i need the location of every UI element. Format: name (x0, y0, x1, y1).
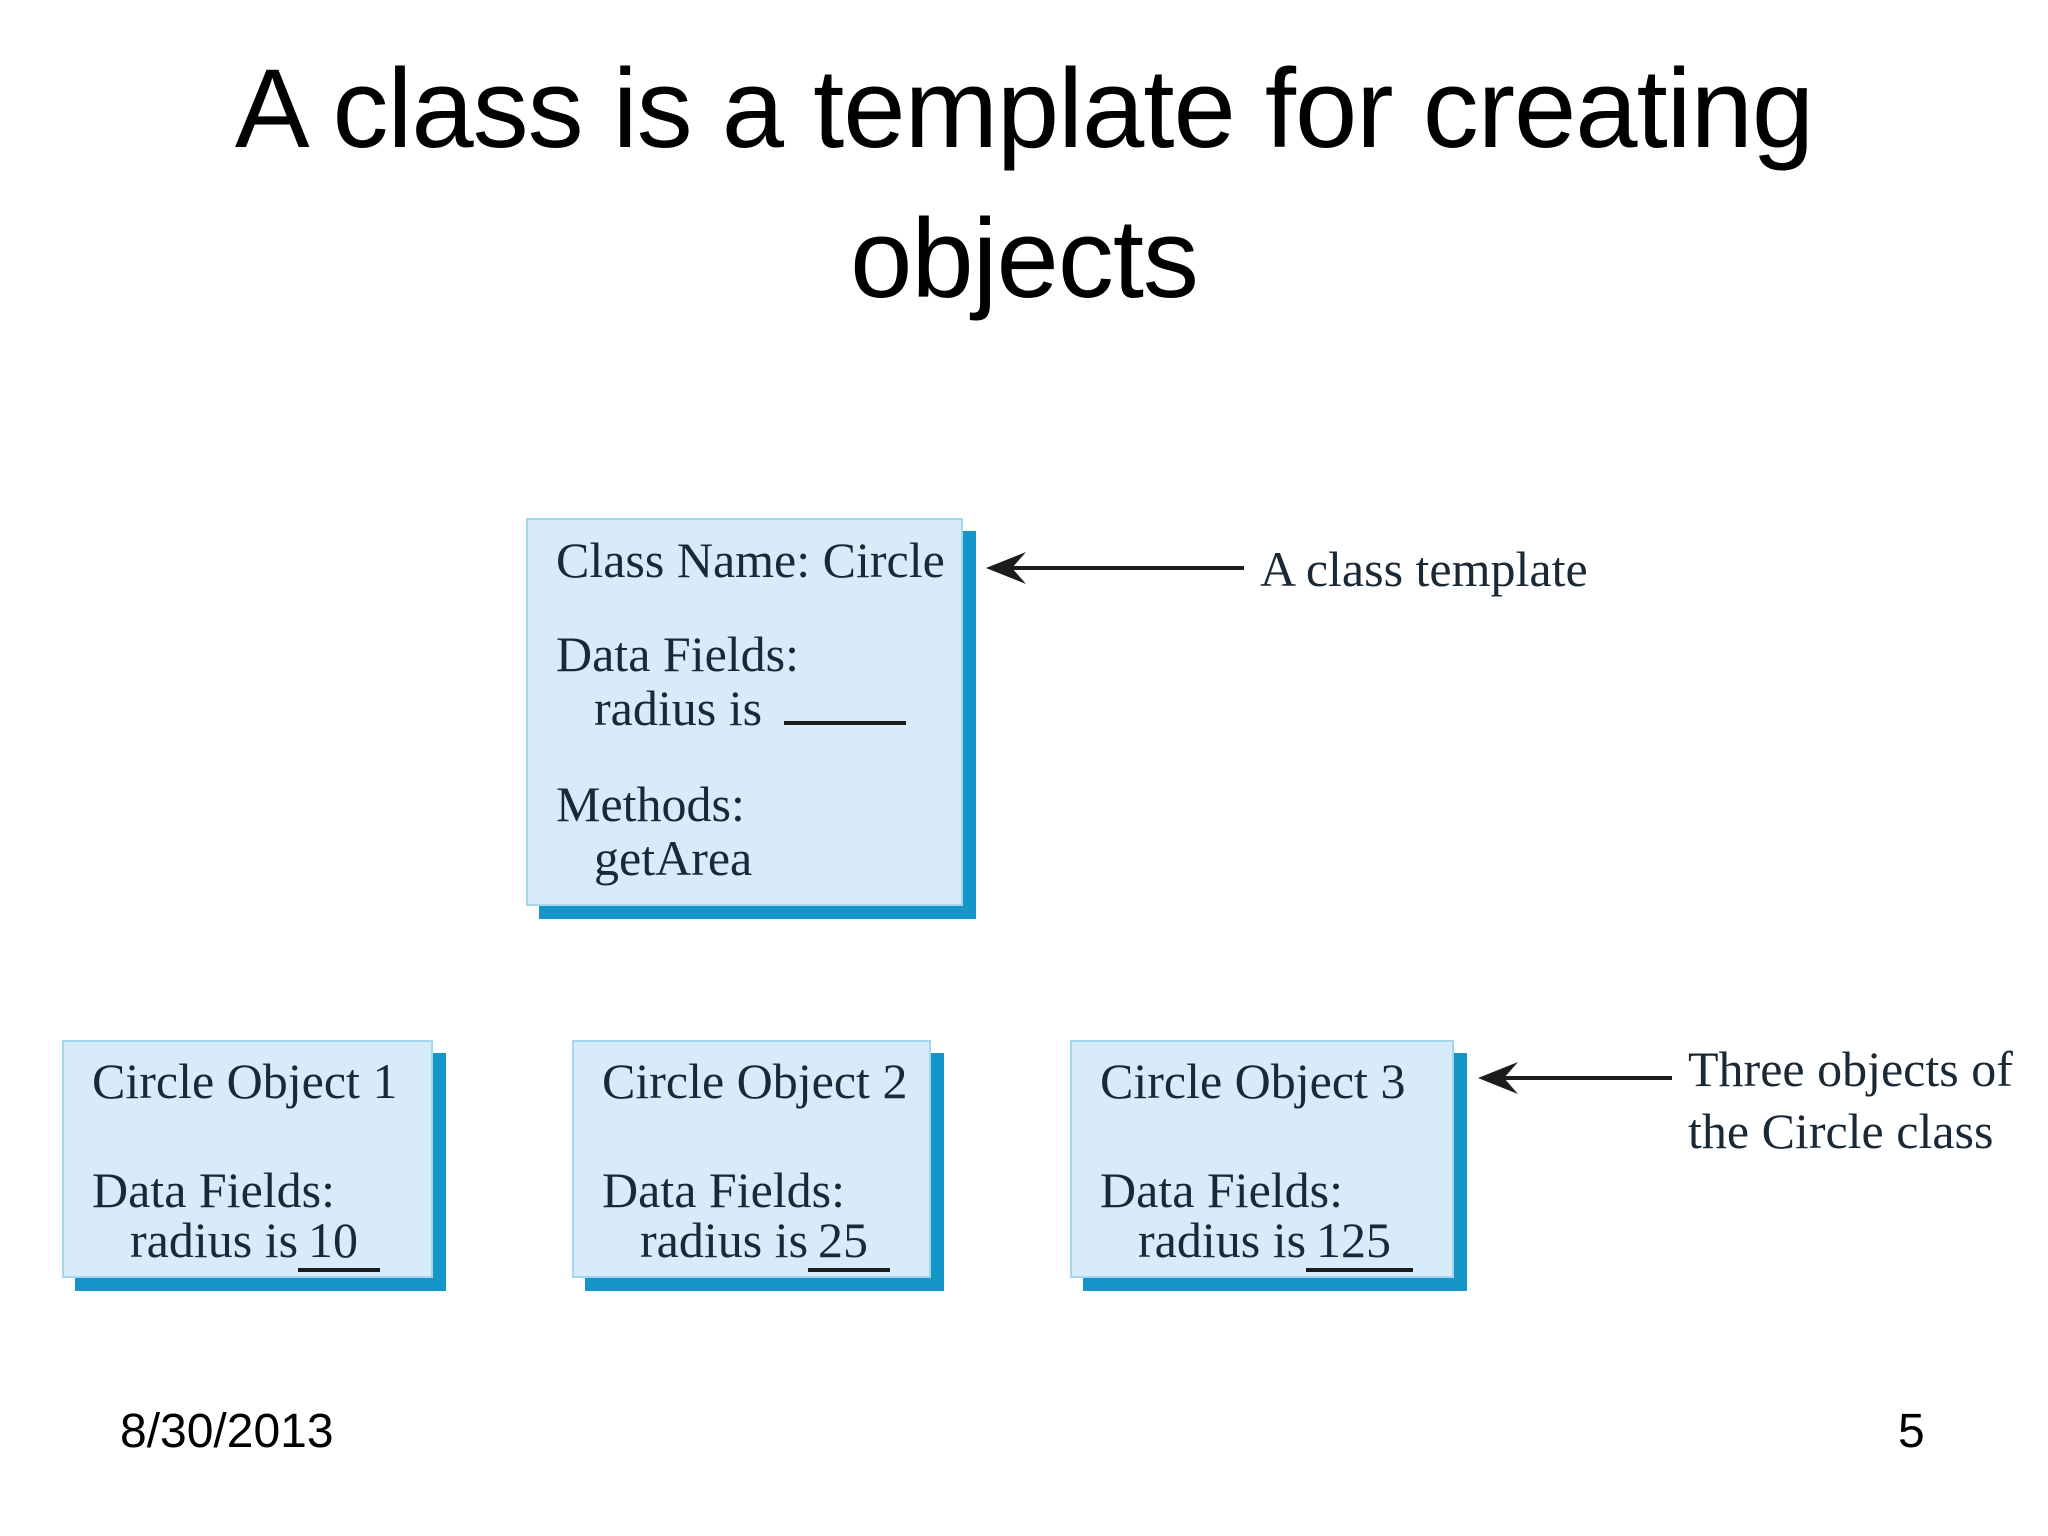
class-radius-label: radius is (594, 680, 763, 736)
arrowhead-left (1478, 1062, 1518, 1094)
object-3-radius-label: radius is (1138, 1212, 1307, 1268)
object-3-title: Circle Object 3 (1100, 1053, 1406, 1109)
arrowhead-left (986, 552, 1026, 584)
footer-date: 8/30/2013 (120, 1405, 334, 1458)
objects-annotation-line2: the Circle class (1688, 1103, 1994, 1159)
class-method-name: getArea (594, 830, 753, 886)
class-name-text: Class Name: Circle (556, 532, 945, 588)
object-1-radius-label: radius is (130, 1212, 299, 1268)
class-radius-line: radius is (556, 680, 961, 736)
object-3-data-fields-label: Data Fields: (1100, 1162, 1344, 1218)
object-1-radius-value: 10 (298, 1212, 381, 1272)
class-data-fields-label: Data Fields: (556, 626, 800, 682)
objects-arrow (1478, 1062, 1672, 1094)
class-methods-label: Methods: (556, 776, 745, 832)
class-template-box: Class Name: Circle Data Fields: radius i… (526, 518, 963, 906)
objects-annotation-line1: Three objects of (1688, 1041, 2013, 1097)
radius-blank-underline (784, 713, 907, 725)
class-template-arrow (986, 552, 1244, 584)
class-template-annotation: A class template (1260, 541, 1588, 597)
slide-title-line2: objects (850, 196, 1199, 321)
object-3-radius-value: 125 (1306, 1212, 1414, 1272)
objects-annotation: Three objects of the Circle class (1688, 1038, 2013, 1162)
slide-title: A class is a template for creating objec… (0, 34, 2048, 334)
slide-title-line1: A class is a template for creating (234, 46, 1814, 171)
object-2-title: Circle Object 2 (602, 1053, 908, 1109)
footer-page-number: 5 (1898, 1405, 1925, 1458)
object-1-data-fields-label: Data Fields: (92, 1162, 336, 1218)
object-2-radius-label: radius is (640, 1212, 809, 1268)
object-2-radius-value: 25 (808, 1212, 891, 1272)
object-2-data-fields-label: Data Fields: (602, 1162, 846, 1218)
object-1-title: Circle Object 1 (92, 1053, 398, 1109)
